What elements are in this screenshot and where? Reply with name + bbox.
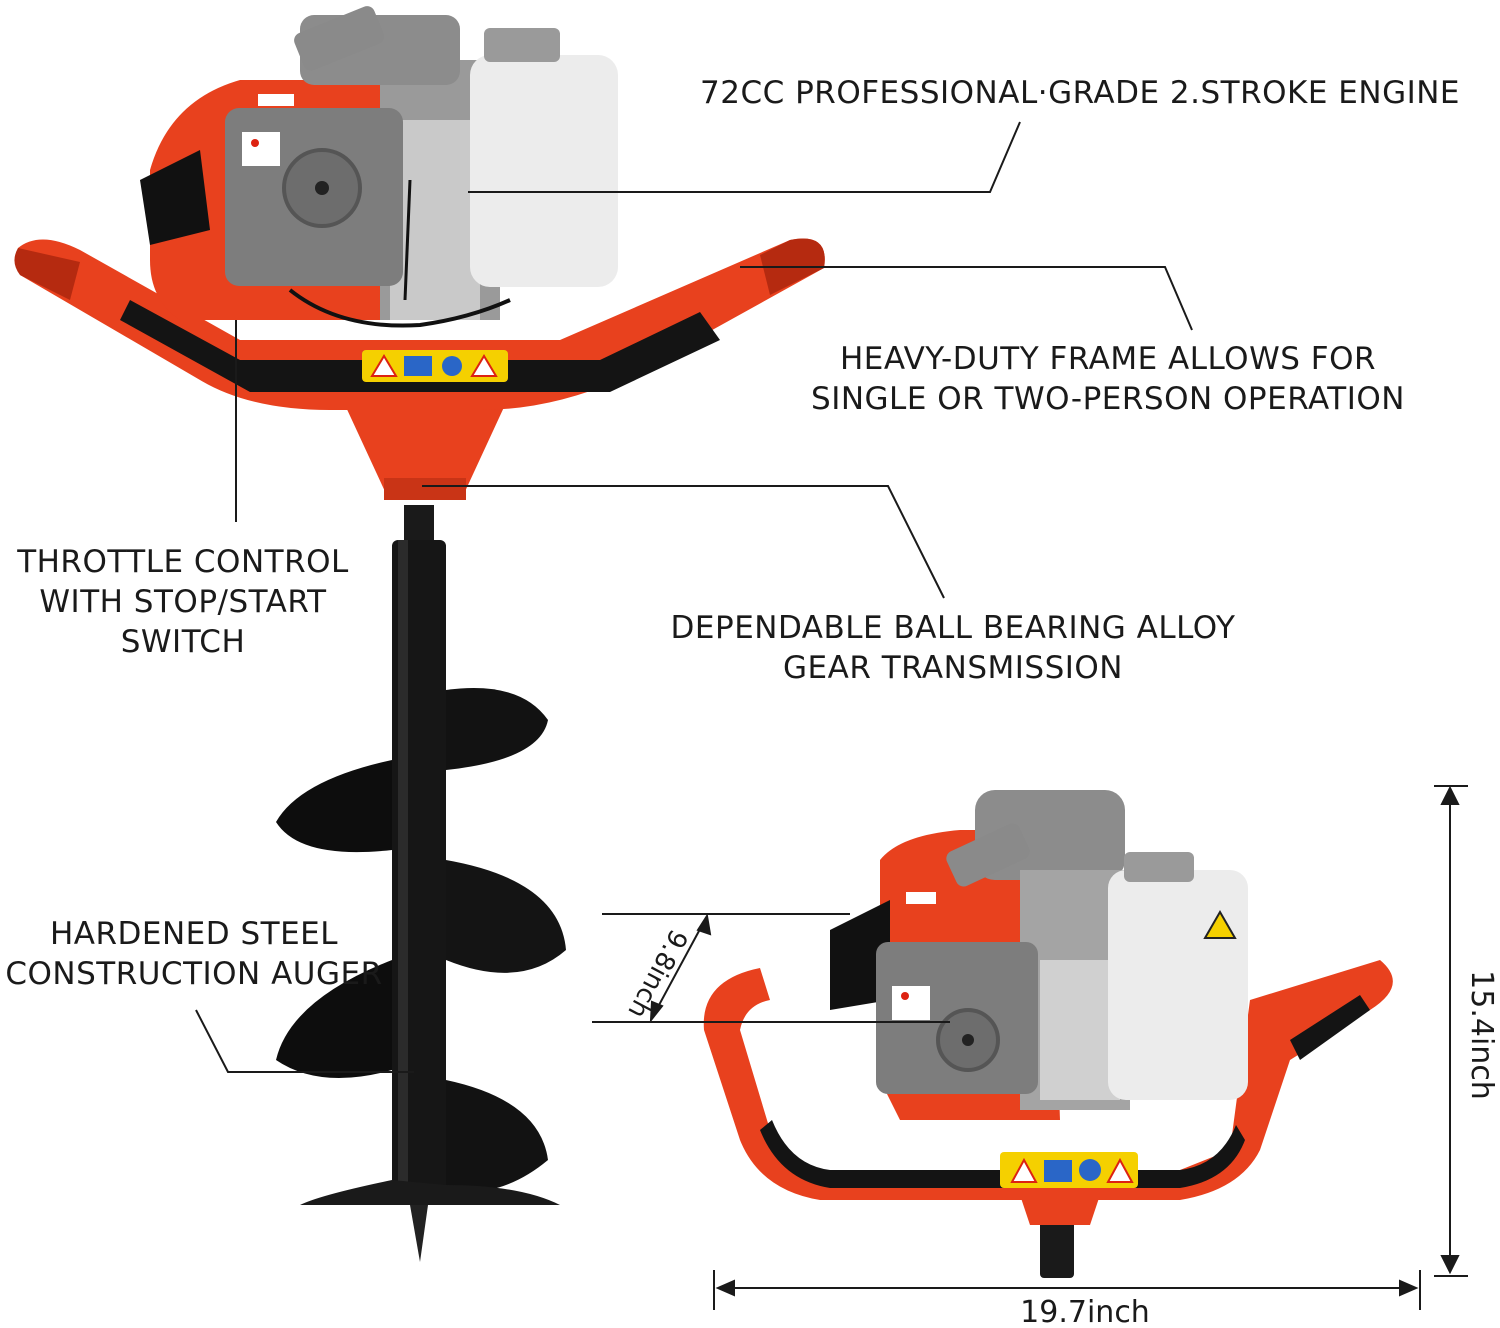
warning-decal	[362, 350, 508, 382]
gearbox-housing	[345, 405, 505, 498]
auger-callout-label: HARDENED STEEL CONSTRUCTION AUGER	[0, 914, 388, 994]
transmission-callout-line	[422, 485, 945, 599]
transmission-callout-line-1: DEPENDABLE BALL BEARING ALLOY	[670, 610, 1236, 646]
throttle-callout-line-2: WITH STOP/START	[39, 584, 327, 620]
frame-callout-line	[740, 266, 1193, 331]
throttle-callout-line-1: THROTTLE CONTROL	[17, 544, 349, 580]
height-dimension-label: 15.4inch	[1464, 970, 1499, 1100]
auger-callout-line-2: CONSTRUCTION AUGER	[5, 956, 383, 992]
auger-bit	[276, 505, 566, 1262]
engine-callout-text: 72CC PROFESSIONAL·GRADE 2.STROKE ENGINE	[700, 75, 1461, 111]
fuel-tank	[470, 55, 618, 287]
depth-dimension-line	[651, 917, 707, 1019]
width-dimension-label: 19.7inch	[1020, 1295, 1150, 1328]
frame-callout-label: HEAVY-DUTY FRAME ALLOWS FOR SINGLE OR TW…	[802, 339, 1414, 419]
transmission-callout-label: DEPENDABLE BALL BEARING ALLOY GEAR TRANS…	[664, 608, 1242, 688]
auger-callout-line	[195, 1009, 414, 1073]
auger-callout-line-1: HARDENED STEEL	[49, 916, 339, 952]
engine-callout-label: 72CC PROFESSIONAL·GRADE 2.STROKE ENGINE	[700, 73, 1460, 113]
throttle-callout-line-3: SWITCH	[120, 624, 246, 660]
engine-callout-line	[468, 121, 1021, 193]
engine	[140, 6, 618, 328]
transmission-callout-line-2: GEAR TRANSMISSION	[783, 650, 1123, 686]
dimension-lines	[592, 785, 1468, 1310]
throttle-callout-label: THROTTLE CONTROL WITH STOP/START SWITCH	[10, 542, 356, 662]
frame-callout-line-2: SINGLE OR TWO-PERSON OPERATION	[811, 381, 1405, 417]
frame-callout-line-1: HEAVY-DUTY FRAME ALLOWS FOR	[839, 341, 1377, 377]
callout-lines	[195, 121, 1193, 1073]
auger-drill-illustration	[14, 6, 825, 1262]
engine-unit-illustration	[703, 790, 1393, 1278]
